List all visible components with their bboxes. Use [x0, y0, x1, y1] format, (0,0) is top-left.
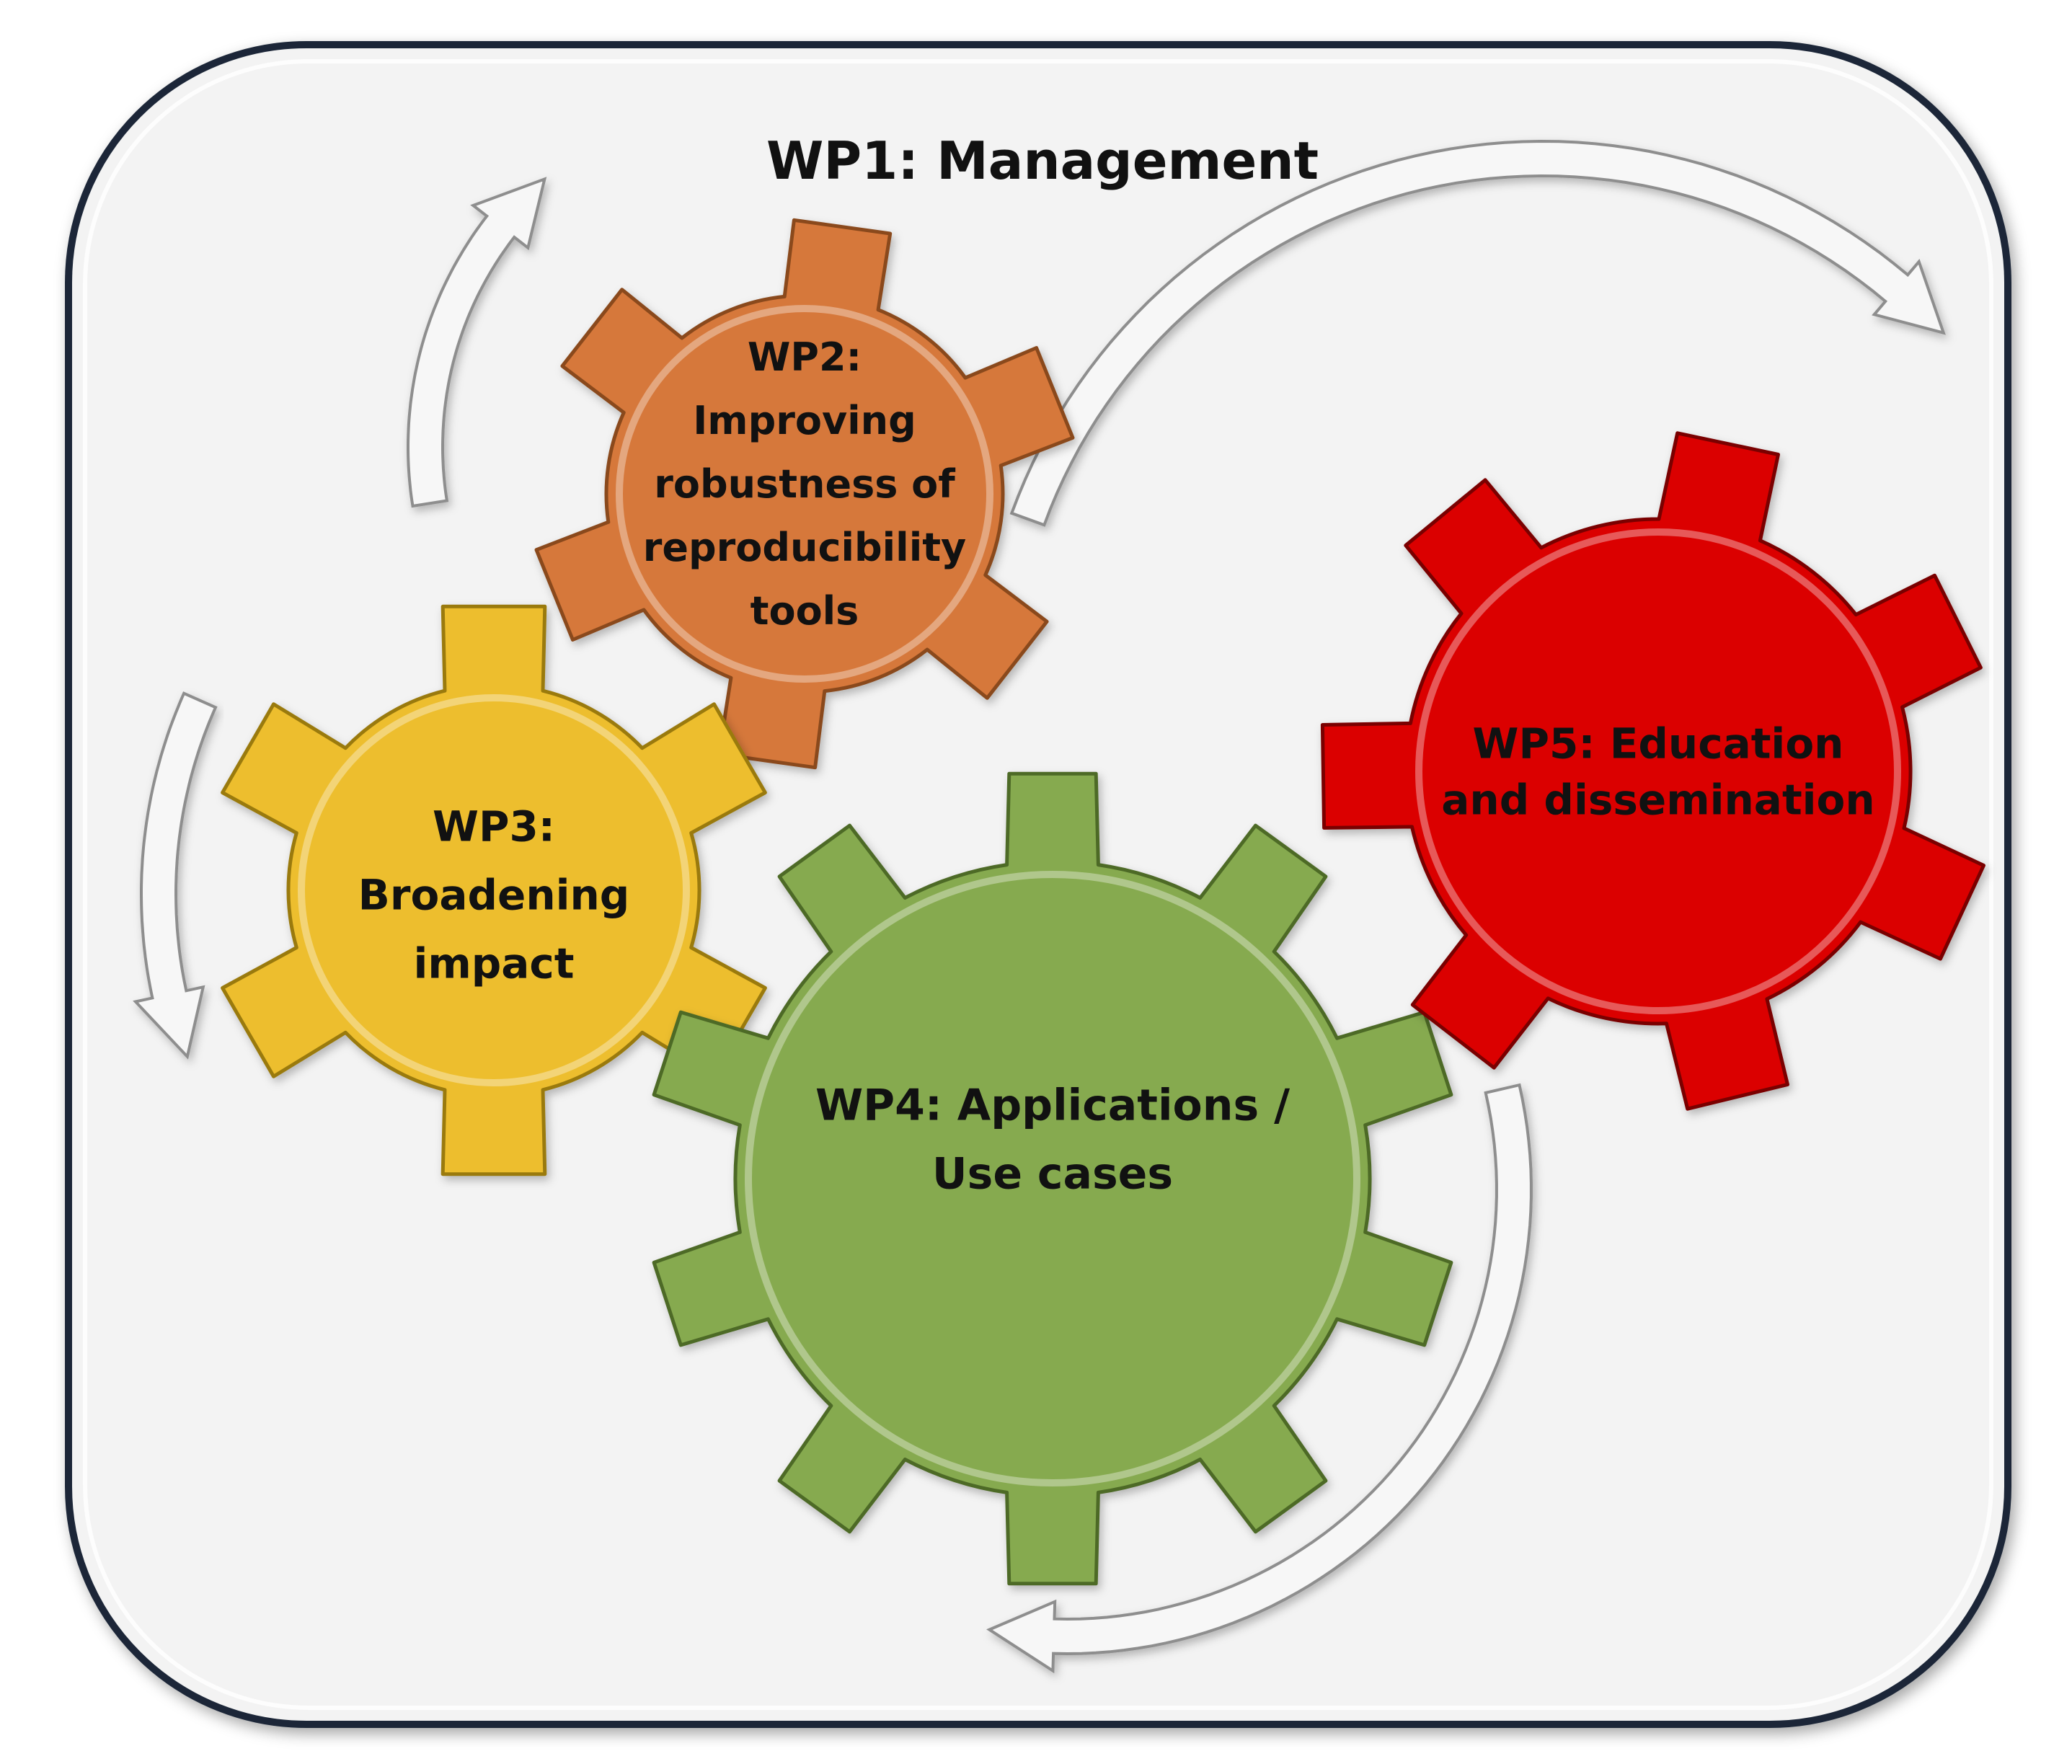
gear-wp3-label-line: WP3:: [433, 802, 555, 851]
gear-wp3-label-line: impact: [413, 939, 574, 988]
gear-wp2-label-line: Improving: [693, 398, 916, 443]
gear-wp2-bevel: [616, 305, 993, 683]
gear-wp4-label-line: Use cases: [932, 1149, 1173, 1200]
gear-wp5-label-line: and dissemination: [1441, 775, 1874, 824]
gear-wp4: WP4: Applications / Use cases: [652, 771, 1453, 1586]
gear-wp4-bevel: [745, 871, 1360, 1486]
arrow-wp2-to-wp3: [133, 691, 218, 1060]
gear-wp3: WP3: Broadening impact: [221, 604, 767, 1176]
gear-wp5-label-line: WP5: Education: [1473, 719, 1844, 768]
gear-wp5-bevel: [1415, 528, 1901, 1014]
arrow-wp4-loop: [986, 1083, 1533, 1674]
gear-wp2-label-line: tools: [751, 588, 859, 634]
gear-wp4-body: [652, 771, 1453, 1586]
gear-wp5-body: [1320, 431, 1985, 1111]
arrow-wp3-to-wp2: [407, 177, 547, 508]
gear-wp2-label-line: reproducibility: [643, 525, 966, 570]
gear-wp3-bevel: [298, 694, 690, 1086]
management-panel-inner-highlight: [83, 59, 1993, 1710]
gear-wp5: WP5: Education and dissemination: [1320, 431, 1985, 1111]
arrow-wp5-loop: [1009, 139, 1946, 527]
gear-wp2-body: [534, 218, 1075, 770]
cycle-arrows: [133, 139, 1946, 1674]
gear-wp2-label-line: robustness of: [654, 461, 955, 507]
gear-wp4-label-line: WP4: Applications /: [815, 1081, 1290, 1131]
gear-wp3-label-line: Broadening: [358, 870, 630, 919]
gears-layer: WP2: Improving robustness of reproducibilit…: [221, 218, 1985, 1586]
diagram-title: WP1: Management: [766, 130, 1319, 191]
gear-wp3-body: [221, 604, 767, 1176]
gear-wp2: WP2: Improving robustness of reproducibilit…: [534, 218, 1075, 770]
gear-wp2-label-line: WP2:: [748, 334, 862, 380]
